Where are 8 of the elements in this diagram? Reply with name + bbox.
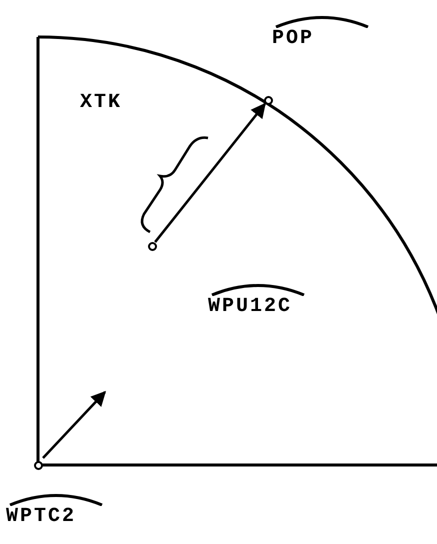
arrow <box>154 102 266 243</box>
quantity-label: XTK <box>80 92 122 114</box>
vector-label: WPU12C <box>208 282 308 318</box>
vector-label: WPTC2 <box>6 492 106 528</box>
point-marker <box>264 96 272 104</box>
point-marker <box>34 460 42 470</box>
point-marker <box>148 242 156 250</box>
vector-label: POP <box>272 14 372 50</box>
